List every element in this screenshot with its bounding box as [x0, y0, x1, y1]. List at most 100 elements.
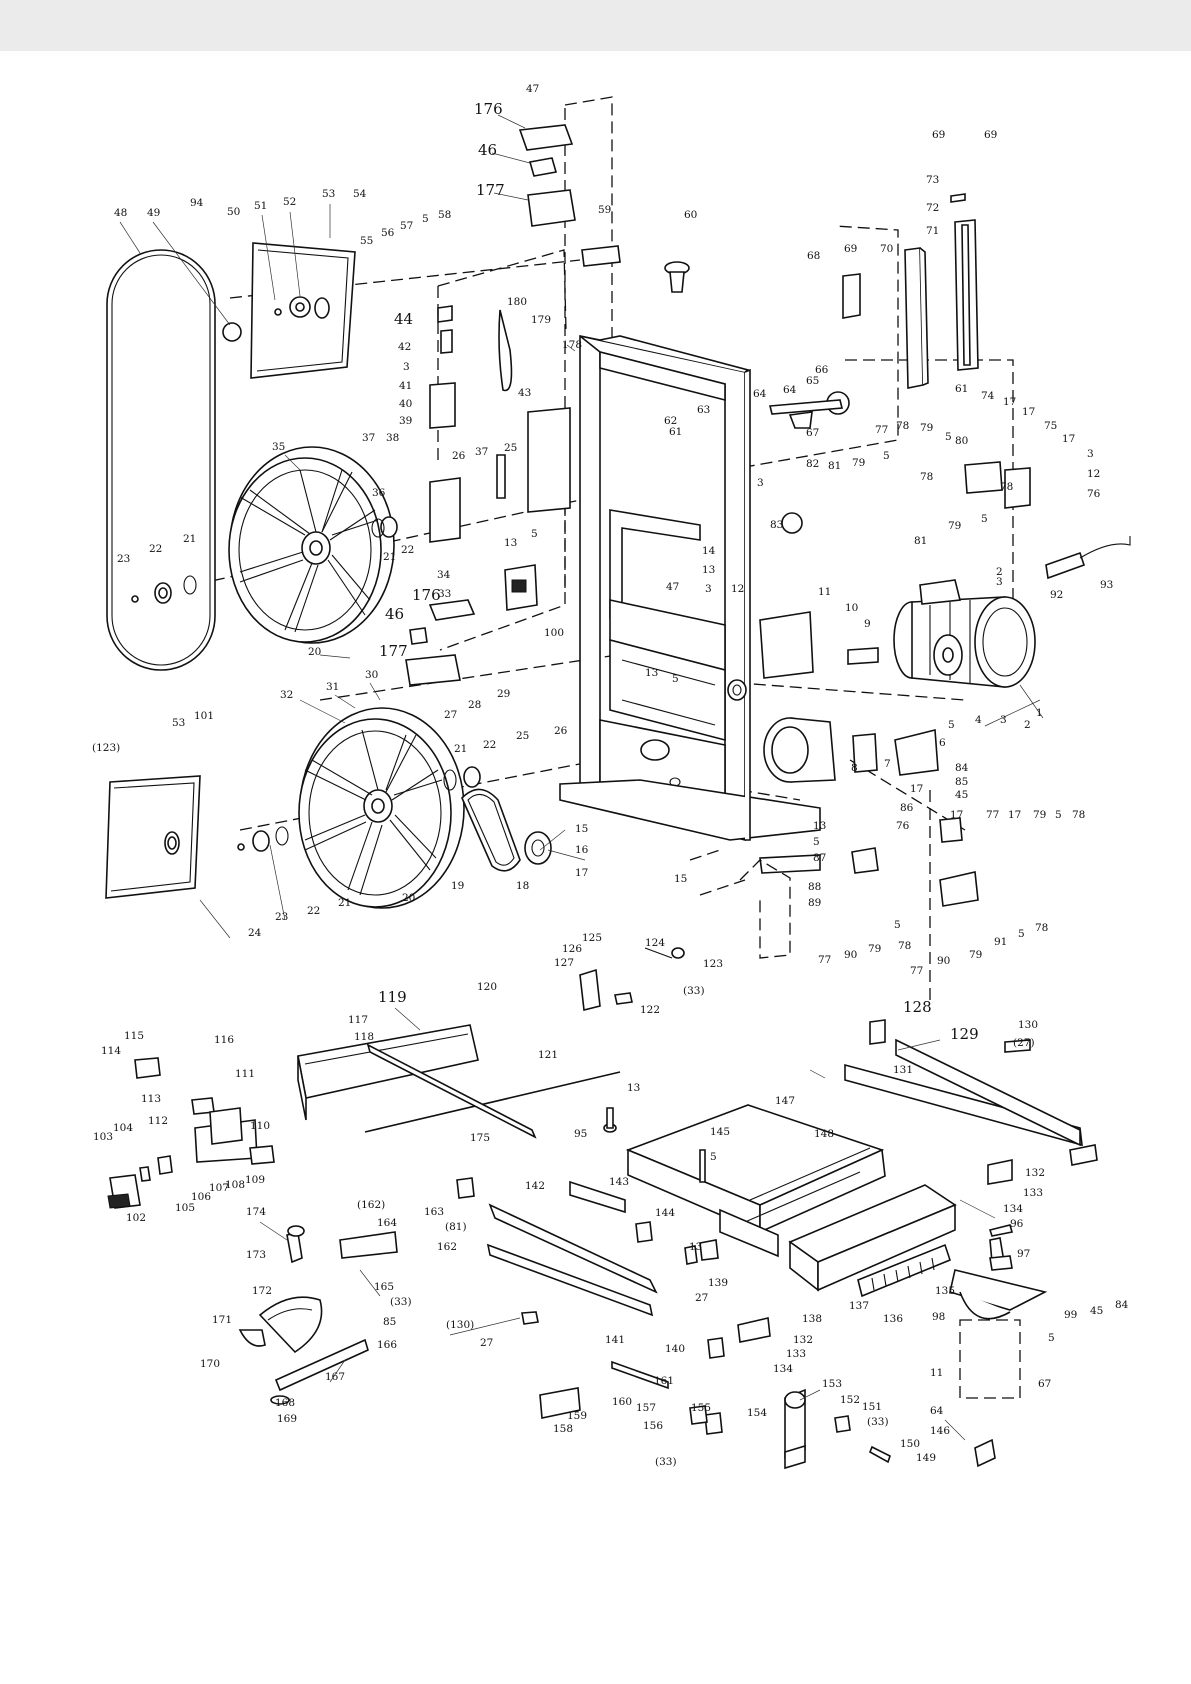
part-label: 62	[664, 415, 677, 427]
part-label: 103	[93, 1131, 113, 1143]
part-label: 23	[275, 911, 288, 923]
trunnion-assembly	[949, 1224, 1048, 1468]
part-label: 84	[955, 762, 969, 774]
part-label: 5	[883, 450, 890, 462]
part-label: 97	[1017, 1248, 1030, 1260]
part-label: 46	[478, 141, 497, 159]
part-label: 30	[365, 669, 378, 681]
part-label: 49	[147, 207, 160, 219]
part-label: 24	[248, 927, 262, 939]
part-label: 143	[609, 1176, 629, 1188]
part-label: 15	[575, 823, 588, 835]
part-label: 53	[172, 717, 185, 729]
part-label: 159	[567, 1410, 587, 1422]
part-label: 51	[254, 200, 267, 212]
part-label: 5	[948, 719, 955, 731]
part-label: 77	[910, 965, 923, 977]
part-label: 85	[955, 776, 968, 788]
part-label: 5	[1048, 1332, 1055, 1344]
part-label: 134	[773, 1363, 793, 1375]
misc-upper-parts	[405, 124, 1131, 776]
part-label: 78	[1000, 481, 1013, 493]
lower-wheel	[298, 707, 465, 909]
part-label: 57	[400, 220, 413, 232]
part-label: 86	[900, 802, 914, 814]
part-label: 140	[665, 1343, 685, 1355]
part-label: 176	[412, 586, 441, 604]
part-label: 17	[1008, 809, 1021, 821]
part-label: 92	[1050, 589, 1063, 601]
height-adjust-parts	[456, 947, 1031, 1470]
part-label: 101	[194, 710, 214, 722]
part-label: 115	[124, 1030, 144, 1042]
part-label: 2	[1024, 719, 1031, 731]
part-label: 177	[379, 642, 408, 660]
part-label: 78	[898, 940, 911, 952]
part-label: 6	[939, 737, 946, 749]
part-label: 5	[981, 513, 988, 525]
part-label: 3	[996, 576, 1003, 588]
part-label: 64	[783, 384, 797, 396]
part-label: 5	[945, 431, 952, 443]
part-label: 153	[822, 1378, 842, 1390]
part-label: 17	[1003, 396, 1016, 408]
part-label: 179	[531, 314, 551, 326]
part-label: 23	[117, 553, 130, 565]
part-label: 94	[190, 197, 204, 209]
part-label: (33)	[867, 1416, 889, 1428]
part-label: 45	[1090, 1305, 1103, 1317]
part-label: 5	[813, 836, 820, 848]
part-label: 17	[950, 809, 963, 821]
part-label: 69	[932, 129, 945, 141]
part-label: 63	[697, 404, 710, 416]
part-label: 164	[377, 1217, 397, 1229]
part-label: 69	[984, 129, 997, 141]
part-label: 27	[444, 709, 457, 721]
part-label: 88	[808, 881, 821, 893]
part-label: 66	[815, 364, 829, 376]
part-label: 41	[399, 380, 412, 392]
table-extension	[788, 1184, 957, 1298]
part-label: 117	[348, 1014, 368, 1026]
part-label: 37	[475, 446, 488, 458]
part-label: 104	[113, 1122, 133, 1134]
part-label: 69	[844, 243, 857, 255]
part-label: 28	[468, 699, 481, 711]
part-label: 5	[672, 673, 679, 685]
part-label: 79	[852, 457, 865, 469]
guide-post-assembly	[842, 193, 979, 389]
part-label: 129	[950, 1025, 979, 1043]
part-label: 53	[322, 188, 335, 200]
part-label: 132	[793, 1334, 813, 1346]
part-label: 21	[383, 551, 396, 563]
part-label: 161	[654, 1375, 674, 1387]
part-label: 125	[582, 932, 602, 944]
miter-gauge	[238, 1225, 398, 1405]
part-label: 163	[424, 1206, 444, 1218]
part-label: 170	[200, 1358, 220, 1370]
part-label: 50	[227, 206, 240, 218]
part-label: 79	[868, 943, 881, 955]
part-label: 112	[148, 1115, 168, 1127]
part-label: 7	[884, 758, 891, 770]
part-label: 22	[307, 905, 320, 917]
part-label: 44	[394, 310, 413, 328]
part-label: 27	[480, 1337, 493, 1349]
part-label: 3	[1087, 448, 1094, 460]
fence-lock-assembly	[107, 1057, 275, 1209]
part-label: 17	[575, 867, 588, 879]
part-label: 133	[786, 1348, 806, 1360]
part-label: 61	[669, 426, 682, 438]
part-label: 111	[235, 1068, 255, 1080]
part-label: 14	[702, 545, 716, 557]
part-label: 3	[757, 477, 764, 489]
part-label: 175	[470, 1132, 490, 1144]
drive-belt	[461, 788, 552, 872]
part-label: 33	[438, 588, 451, 600]
part-label: 91	[994, 936, 1007, 948]
part-label: 21	[454, 743, 467, 755]
part-label: 165	[374, 1281, 394, 1293]
part-label: 87	[813, 852, 826, 864]
part-label: 12	[731, 583, 744, 595]
